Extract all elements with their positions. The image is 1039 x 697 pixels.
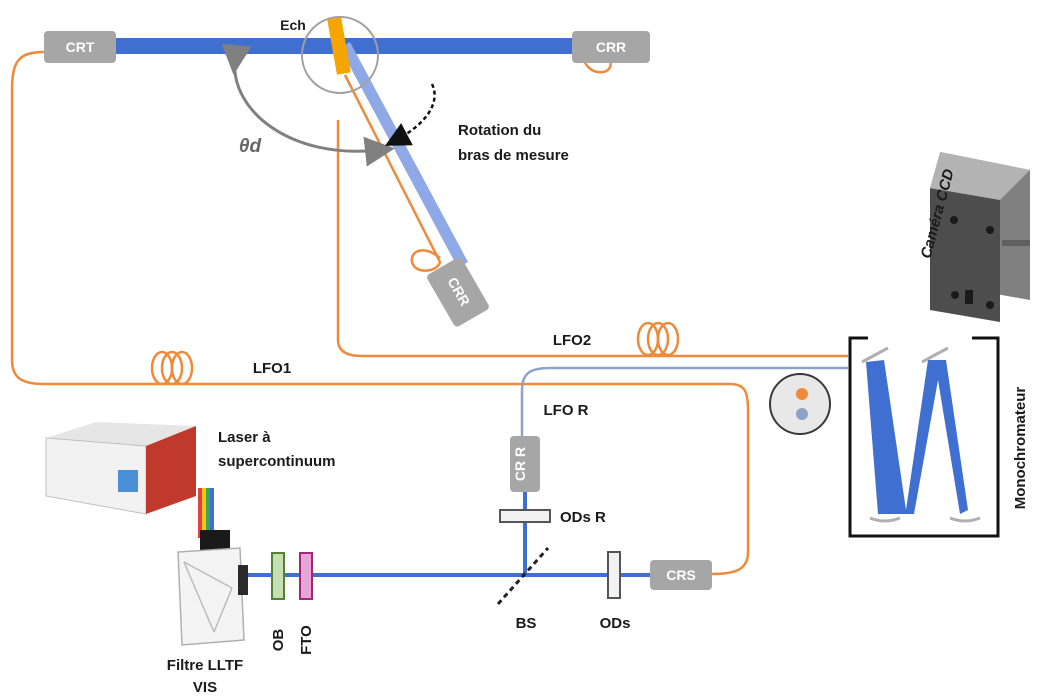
fiber-lfo-r [520,366,848,440]
crr-top-box [572,31,650,63]
fto-label: FTO [298,625,315,655]
crr-arm-box: CRR [427,257,489,327]
supercontinuum-laser [45,422,214,538]
ods-filter [607,551,621,599]
cr-r-label: CR R [512,447,528,481]
mirror-1 [861,346,889,364]
mirror-4 [949,516,981,523]
ods-label: ODs [600,615,631,632]
lfo1-label: LFO1 [253,360,291,377]
laser-label-2: supercontinuum [218,453,336,470]
lfo2-label: LFO2 [553,332,591,349]
rotation-arrow [384,83,436,146]
lltf-filter [177,530,248,646]
rotation-label-1: Rotation du [458,122,541,139]
fiber-coil-lfo2 [636,321,680,357]
bs-label: BS [516,615,537,632]
monochromator-slit-gap [868,334,972,342]
beam-arm [340,42,468,268]
beam-splitter [496,547,550,605]
mirror-3 [869,516,901,523]
fiber-arm [343,74,442,272]
ob-label: OB [270,629,287,652]
mirror-2 [921,346,949,364]
fiber-lfo1 [10,50,750,576]
monochromator-beam [866,360,968,514]
monochromator-label: Monochromateur [1012,387,1029,510]
ob-filter [271,552,285,600]
crt-label: CRT [66,39,95,55]
crt-box [44,31,116,63]
crs-box [650,560,712,590]
ccd-camera [930,152,1030,322]
ech-label: Ech [280,17,306,33]
fiber-coil-lfo1 [150,350,194,386]
ods-r-filter [499,509,551,523]
lfo-r-label: LFO R [544,402,589,419]
rotation-label-2: bras de mesure [458,147,569,164]
fto-filter [299,552,313,600]
filtre-label-2: VIS [193,679,217,696]
fiber-bundle-end [769,373,831,435]
fiber-lfo2 [336,120,848,358]
theta-arc [221,43,395,167]
filtre-label-1: Filtre LLTF [167,657,243,674]
crr-top-label: CRR [596,39,626,55]
ods-r-label: ODs R [560,509,606,526]
theta-label: θd [239,136,262,157]
laser-label-1: Laser à [218,429,271,446]
cr-r-box [510,436,540,492]
crs-label: CRS [666,567,696,583]
